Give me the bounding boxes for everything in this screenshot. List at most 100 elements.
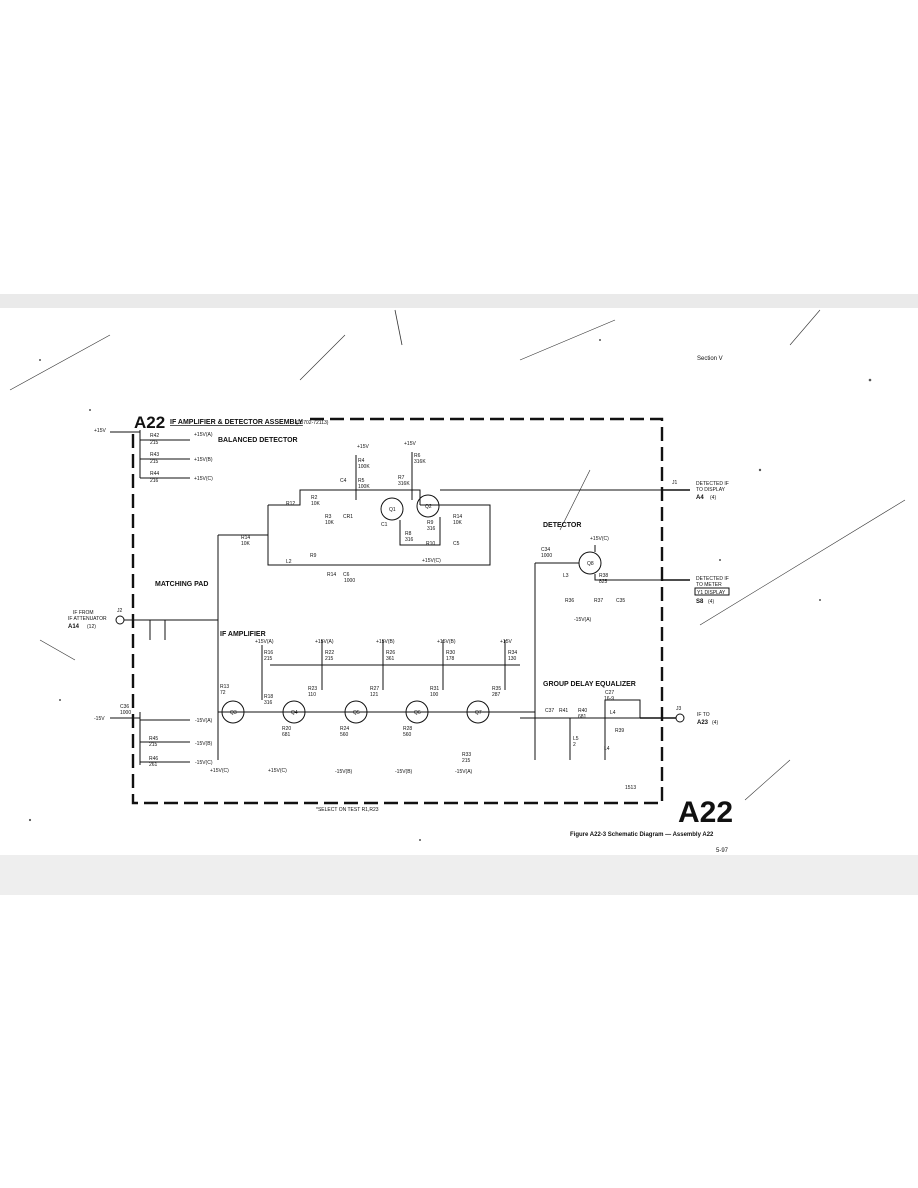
section-balanced-detector: BALANCED DETECTOR	[218, 437, 298, 444]
input-ref: A14	[68, 624, 80, 630]
q6-label: Q6	[414, 710, 421, 716]
rail-15vc-top: +15V(C)	[194, 476, 213, 482]
r27-label: R27	[370, 686, 379, 692]
c3-label: CR1	[343, 514, 353, 520]
ifa-neg-1: +15V(C)	[210, 768, 229, 774]
output-jack-icon[interactable]	[675, 713, 685, 723]
c4-label: C4	[340, 478, 347, 484]
note-select-on-test: *SELECT ON TEST R1,R23	[316, 807, 379, 813]
ifa-neg-2: +15V(C)	[268, 768, 287, 774]
r42-label: R42	[150, 433, 159, 439]
assembly-designator: A22	[134, 413, 165, 432]
r14-label: R14	[327, 572, 336, 578]
output-connectors: J1 DETECTED IF TO DISPLAY A4 (4) DETECTE…	[640, 480, 730, 726]
r8-value: 316	[405, 537, 414, 543]
ifa-supply-1: +15V(A)	[255, 639, 274, 645]
r26-value: 361	[386, 656, 395, 662]
q4-label: Q4	[291, 710, 298, 716]
transistor-q7	[466, 700, 490, 724]
transistor-q2	[416, 494, 440, 518]
r9-label: R9	[427, 520, 434, 526]
r12-value: 10K	[453, 520, 463, 526]
display-line2: TO DISPLAY	[696, 487, 726, 493]
c5-label: C5	[453, 541, 460, 547]
q3-label: Q3	[230, 710, 237, 716]
c6-label: C6	[343, 572, 350, 578]
r40-label: L5	[573, 736, 579, 742]
cr3-label: L2	[286, 559, 292, 565]
l5-label: L4	[604, 746, 610, 752]
transistor-q5	[344, 700, 368, 724]
section-header: Section V	[697, 356, 723, 362]
l4-label: L4	[610, 710, 616, 716]
r43-value: 215	[150, 459, 159, 465]
r38-label: R38	[599, 573, 608, 579]
r16-label: R16	[264, 650, 273, 656]
r23-value: 110	[308, 692, 316, 698]
r12-label: R14	[453, 514, 462, 520]
ifa-supply-3: +15V(B)	[376, 639, 395, 645]
r13-value: 72	[220, 690, 226, 696]
assembly-series: (03702-72113)	[296, 420, 329, 426]
section-if-amplifier: IF AMPLIFIER	[220, 631, 266, 638]
balanced-detector-circuit: Q1 Q2 +15V +15V R4 100K R6 316K C4 R5 10…	[267, 441, 663, 584]
r39-label: R41	[559, 708, 568, 714]
scan-texture	[0, 294, 918, 895]
r23-label: R23	[308, 686, 317, 692]
c6-value: 1000	[344, 578, 355, 584]
c27-value: 16-9	[604, 696, 614, 702]
input-section: IF FROM IF ATTENUATOR A14 (12) J2 MATCHI…	[68, 534, 268, 760]
meter-ref: S8	[696, 599, 704, 605]
r20-value: 681	[282, 732, 291, 738]
ifa-supply-2: +15V(A)	[315, 639, 334, 645]
display-ref: A4	[696, 495, 704, 501]
r45-label: R45	[149, 736, 158, 742]
lower-supply-network: -15V R45 215 R46 261 C36 1000 -15V(A) -1…	[94, 704, 213, 768]
r24-label: R24	[340, 726, 349, 732]
r34-label: R34	[508, 650, 517, 656]
c36-value: 1000	[120, 710, 131, 716]
r35-label: R35	[492, 686, 501, 692]
r43-label: R43	[150, 452, 159, 458]
meter-pin: (4)	[708, 599, 714, 605]
r27-value: 121	[370, 692, 379, 698]
detector-supply: +15V(C)	[590, 536, 609, 542]
r42-value: 215	[150, 440, 159, 446]
r44-value: 216	[150, 478, 159, 484]
r11-label: R10	[426, 541, 435, 547]
r38-value: 825	[599, 579, 608, 585]
r30-value: 178	[446, 656, 455, 662]
supply-input-network: +15V R42 215 R43 215 R44 216 +15V(A) +15…	[94, 428, 213, 484]
r28-label: R28	[403, 726, 412, 732]
input-jack-icon[interactable]	[115, 615, 125, 625]
r3-value: 10K	[325, 520, 335, 526]
c36-label: C36	[120, 704, 129, 710]
c-eq-label: C37	[545, 708, 554, 714]
r20-label: R20	[282, 726, 291, 732]
c35-label: C35	[616, 598, 625, 604]
r4-value: 100K	[358, 464, 370, 470]
r44-label: R44	[150, 471, 159, 477]
r36-label: R36	[565, 598, 574, 604]
section-matching-pad: MATCHING PAD	[155, 581, 208, 588]
r31-value: 100	[430, 692, 439, 698]
ifout-line1: IF TO	[697, 712, 710, 718]
rail-15va: +15V(A)	[194, 432, 213, 438]
meter-line2: TO METER	[696, 582, 722, 588]
r28-value: 560	[403, 732, 412, 738]
r6-value: 316K	[414, 459, 426, 465]
r24-value: 560	[340, 732, 349, 738]
rail-neg15vc: -15V(C)	[195, 760, 213, 766]
section-group-delay-equalizer: GROUP DELAY EQUALIZER	[543, 681, 636, 688]
r5-value: 100K	[358, 484, 370, 490]
r18-label: R18	[264, 694, 273, 700]
ifout-ref: A23	[697, 720, 709, 726]
display-pin: (4)	[710, 495, 716, 501]
r46-value: 261	[149, 762, 158, 768]
detector-neg-supply: -15V(A)	[574, 617, 592, 623]
r2-label: R2	[311, 495, 318, 501]
r46-label: R46	[149, 756, 158, 762]
section-detector: DETECTOR	[543, 522, 581, 529]
r41-value: 681	[578, 714, 587, 720]
r16-value: 215	[264, 656, 273, 662]
